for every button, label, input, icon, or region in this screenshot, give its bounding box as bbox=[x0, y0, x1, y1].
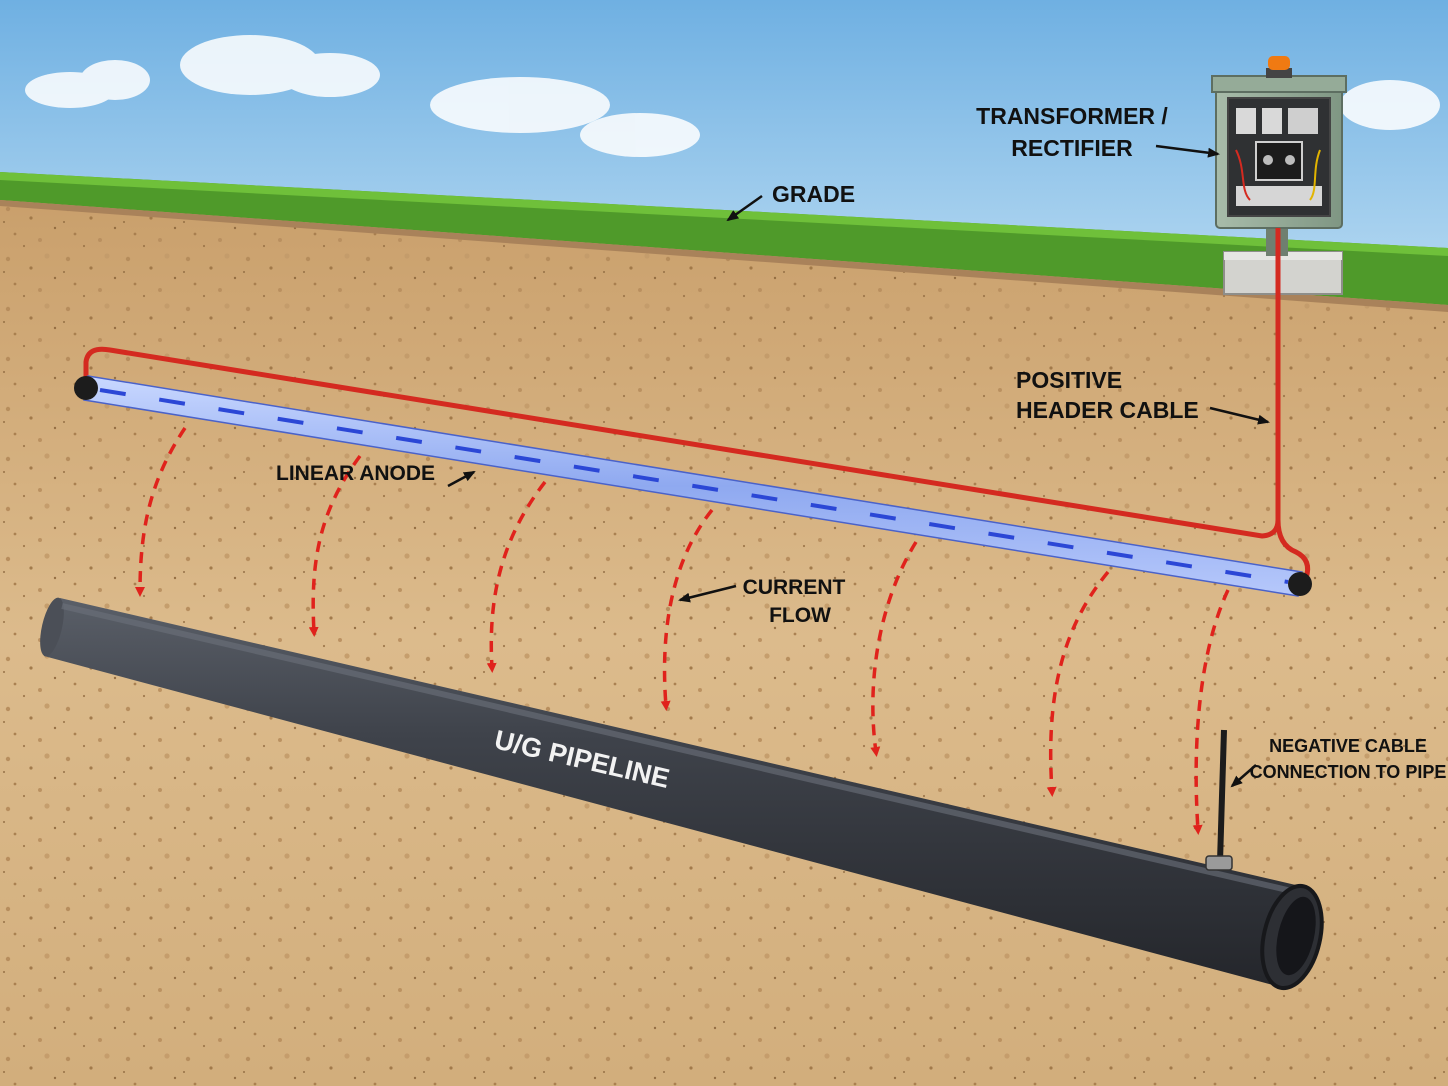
current-arrow bbox=[135, 427, 187, 597]
negative-cable-pointer bbox=[1230, 764, 1257, 788]
grass-highlight bbox=[0, 172, 1448, 256]
transformer-pointer bbox=[1155, 144, 1220, 158]
warning-beacon bbox=[1266, 56, 1292, 78]
current-arrow bbox=[870, 541, 918, 757]
current-arrow bbox=[1046, 570, 1110, 797]
label-pointers bbox=[447, 144, 1270, 788]
negative-cable bbox=[1205, 729, 1233, 871]
current-flow-label-line2: FLOW bbox=[769, 604, 831, 627]
linear-anode bbox=[74, 375, 1312, 597]
positive-cable-label-line2: HEADER CABLE bbox=[1016, 397, 1199, 423]
transformer-rectifier-box bbox=[1211, 75, 1347, 229]
clouds bbox=[25, 35, 1440, 157]
linear-anode-label: LINEAR ANODE bbox=[276, 462, 435, 485]
current-pointer bbox=[678, 584, 737, 603]
grass-surface bbox=[0, 172, 1448, 305]
current-arrow bbox=[1192, 589, 1230, 835]
grade-edge bbox=[0, 200, 1448, 312]
negative-cable-label-line2: CONNECTION TO PIPE bbox=[1250, 762, 1447, 782]
cable-lead-to-anode-end bbox=[1275, 519, 1311, 579]
current-arrow bbox=[660, 508, 714, 711]
negative-cable-label-line1: NEGATIVE CABLE bbox=[1269, 736, 1427, 756]
current-arrow bbox=[308, 454, 362, 637]
transformer-label-line2: RECTIFIER bbox=[1011, 135, 1133, 161]
grade-pointer bbox=[726, 194, 763, 222]
ug-pipeline bbox=[40, 597, 1324, 991]
current-flow-arrows bbox=[135, 427, 1230, 835]
concrete-pad bbox=[1223, 251, 1343, 295]
positive-cable-pointer bbox=[1209, 406, 1270, 425]
transformer-label-line1: TRANSFORMER / bbox=[976, 103, 1168, 129]
anode-pointer bbox=[447, 470, 476, 488]
positive-cable-label-line1: POSITIVE bbox=[1016, 367, 1122, 393]
grade-label: GRADE bbox=[772, 181, 855, 207]
current-flow-label-line1: CURRENT bbox=[743, 576, 846, 599]
current-arrow bbox=[486, 480, 547, 673]
